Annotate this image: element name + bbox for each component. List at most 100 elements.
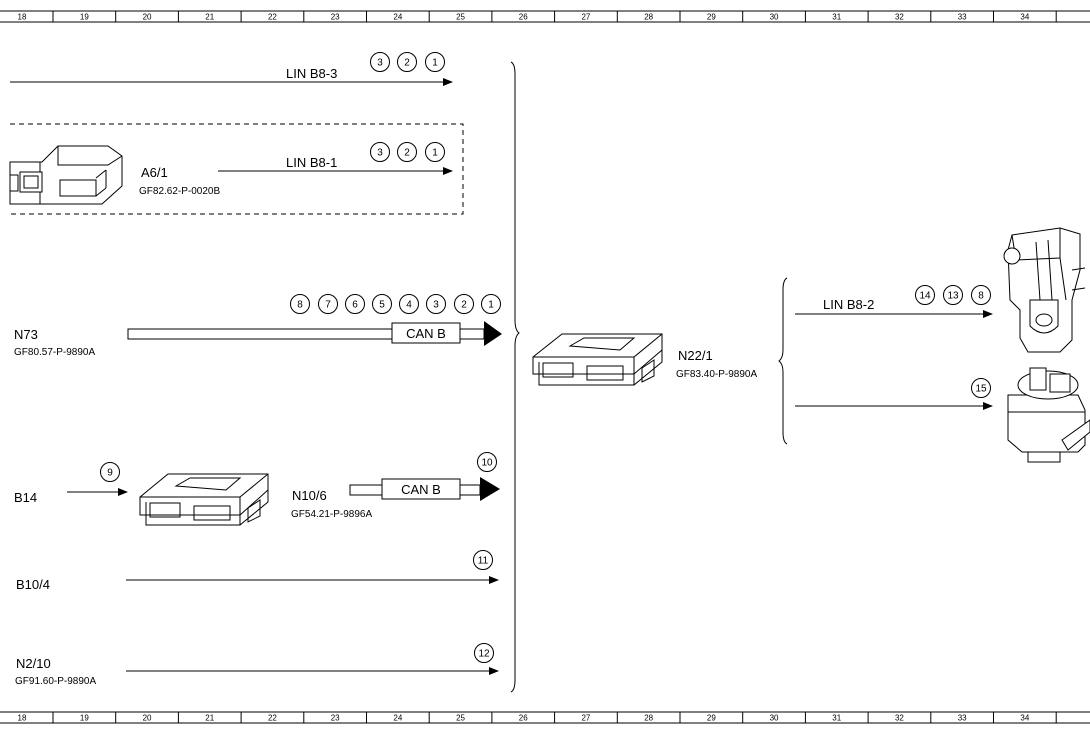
svg-text:2: 2 xyxy=(461,300,467,311)
svg-text:9: 9 xyxy=(107,468,113,479)
circle-number: 1 xyxy=(425,142,445,162)
ruler-column-label: 26 xyxy=(519,714,528,723)
n22-1-name: N22/1 xyxy=(678,348,713,363)
pump-component-icon xyxy=(1007,367,1090,463)
ruler-column-label: 27 xyxy=(581,714,590,723)
signal-n2-10: N2/10 GF91.60-P-9890A 12 xyxy=(15,643,499,687)
n10-6-name: N10/6 xyxy=(292,488,327,503)
circle-number: 3 xyxy=(370,52,390,72)
n22-1-code: GF83.40-P-9890A xyxy=(676,369,757,380)
ruler-column-label: 30 xyxy=(770,714,779,723)
n10-6-module-icon xyxy=(139,473,269,526)
ruler-column-label: 18 xyxy=(18,714,27,723)
circle-number: 1 xyxy=(481,294,501,314)
a6-1-name: A6/1 xyxy=(141,165,168,180)
a6-1-code: GF82.62-P-0020B xyxy=(139,186,220,197)
ruler-column-label: 28 xyxy=(644,714,653,723)
signal-b10-4: B10/4 11 xyxy=(16,550,499,592)
svg-text:13: 13 xyxy=(947,291,959,302)
ruler-column-label: 20 xyxy=(143,714,152,723)
input-brace xyxy=(510,61,520,693)
signal-n73-can: N73 GF80.57-P-9890A CAN B 8 7 6 5 4 3 2 … xyxy=(14,294,502,358)
ruler-column-label: 33 xyxy=(958,714,967,723)
ruler-column-label: 29 xyxy=(707,714,716,723)
ruler-column-label: 27 xyxy=(581,13,590,22)
svg-text:4: 4 xyxy=(406,300,412,311)
circle-number: 2 xyxy=(454,294,474,314)
ruler-column-label: 34 xyxy=(1020,13,1029,22)
ruler-column-label: 32 xyxy=(895,13,904,22)
b10-4-name: B10/4 xyxy=(16,577,50,592)
ruler-column-label: 23 xyxy=(331,13,340,22)
ruler-column-label: 23 xyxy=(331,714,340,723)
ruler-column-label: 34 xyxy=(1020,714,1029,723)
top-ruler: 18 19 20 21 22 23 24 25 26 27 28 29 30 31 32 33 34 xyxy=(0,10,1090,23)
n2-10-name: N2/10 xyxy=(16,656,51,671)
svg-text:2: 2 xyxy=(404,58,410,69)
component-a6-1-group: A6/1 GF82.62-P-0020B LIN B8-1 3 2 1 xyxy=(9,123,464,215)
ruler-column-label: 19 xyxy=(80,13,89,22)
circle-number: 2 xyxy=(397,142,417,162)
circle-number: 9 xyxy=(100,462,120,482)
lin-b8-1-label: LIN B8-1 xyxy=(286,155,337,170)
svg-text:1: 1 xyxy=(432,148,438,159)
signal-b14: B14 9 xyxy=(14,462,128,505)
n73-can-label: CAN B xyxy=(406,326,446,341)
circle-number: 10 xyxy=(477,452,497,472)
ruler-column-label: 22 xyxy=(268,13,277,22)
ruler-column-label: 24 xyxy=(393,13,402,22)
ruler-column-label: 25 xyxy=(456,714,465,723)
circle-number: 5 xyxy=(372,294,392,314)
svg-text:3: 3 xyxy=(377,148,383,159)
a6-1-module-icon xyxy=(9,145,123,205)
svg-text:15: 15 xyxy=(975,384,987,395)
svg-text:12: 12 xyxy=(478,649,490,660)
n73-name: N73 xyxy=(14,327,38,342)
circle-number: 3 xyxy=(426,294,446,314)
n22-1-module-icon xyxy=(532,333,663,386)
svg-text:14: 14 xyxy=(919,291,931,302)
circle-number: 6 xyxy=(345,294,365,314)
ruler-column-label: 25 xyxy=(456,13,465,22)
n73-code: GF80.57-P-9890A xyxy=(14,347,95,358)
ruler-column-label: 31 xyxy=(832,13,841,22)
svg-text:1: 1 xyxy=(488,300,494,311)
ruler-column-label: 18 xyxy=(18,13,27,22)
svg-text:8: 8 xyxy=(978,291,984,302)
svg-text:7: 7 xyxy=(325,300,331,311)
circle-number: 7 xyxy=(318,294,338,314)
svg-text:2: 2 xyxy=(404,148,410,159)
ruler-column-label: 21 xyxy=(205,13,214,22)
circle-number: 1 xyxy=(425,52,445,72)
svg-text:3: 3 xyxy=(433,300,439,311)
circle-number: 3 xyxy=(370,142,390,162)
ruler-column-label: 28 xyxy=(644,13,653,22)
circle-number: 8 xyxy=(290,294,310,314)
ruler-column-label: 24 xyxy=(393,714,402,723)
ruler-column-label: 29 xyxy=(707,13,716,22)
ruler-column-label: 33 xyxy=(958,13,967,22)
circle-number: 8 xyxy=(971,285,991,305)
ruler-column-label: 19 xyxy=(80,714,89,723)
n10-6-can-label: CAN B xyxy=(401,482,441,497)
ruler-column-label: 26 xyxy=(519,13,528,22)
signal-n10-6-can: CAN B 10 xyxy=(349,452,500,501)
svg-text:11: 11 xyxy=(478,556,489,567)
circle-number: 4 xyxy=(399,294,419,314)
svg-text:5: 5 xyxy=(379,300,385,311)
ruler-column-label: 30 xyxy=(770,13,779,22)
signal-lin-b8-2: LIN B8-2 14 13 8 xyxy=(795,285,993,318)
svg-text:10: 10 xyxy=(481,458,493,469)
ruler-column-label: 31 xyxy=(832,714,841,723)
output-brace xyxy=(778,277,788,445)
circle-number: 2 xyxy=(397,52,417,72)
ruler-column-label: 21 xyxy=(205,714,214,723)
n10-6-code: GF54.21-P-9896A xyxy=(291,509,372,520)
svg-text:1: 1 xyxy=(432,58,438,69)
ruler-column-label: 32 xyxy=(895,714,904,723)
circle-number: 14 xyxy=(915,285,935,305)
ruler-column-label: 20 xyxy=(143,13,152,22)
signal-output-15: 15 xyxy=(795,378,993,410)
